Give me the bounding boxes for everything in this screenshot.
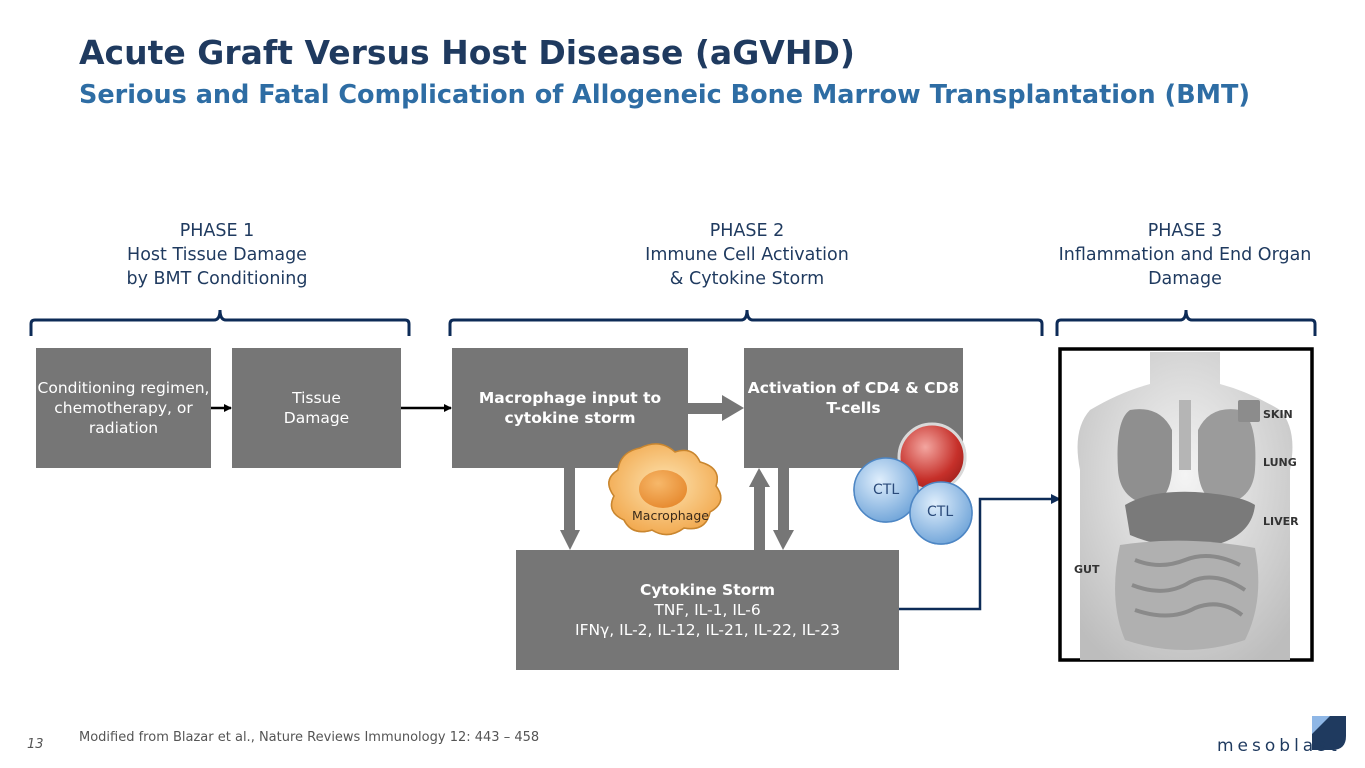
tissue-line1: Tissue — [292, 389, 341, 407]
cytokine-line3: IFNγ, IL-2, IL-12, IL-21, IL-22, IL-23 — [575, 621, 840, 639]
phase-3-line1: Inflammation and End Organ — [1058, 245, 1312, 265]
organ-label-gut: GUT — [1074, 563, 1100, 576]
macrophage-input-box: Macrophage input to cytokine storm — [452, 348, 688, 468]
arrow-cytokine-to-activation — [749, 468, 770, 550]
phase-3-heading: PHASE 3 Inflammation and End Organ Damag… — [1045, 219, 1325, 291]
conditioning-line3: radiation — [88, 419, 159, 437]
phase-3-label: PHASE 3 — [1147, 221, 1223, 241]
tissue-damage-box: Tissue Damage — [232, 348, 401, 468]
conditioning-line2: chemotherapy, or — [54, 399, 193, 417]
cytokine-title: Cytokine Storm — [639, 581, 776, 599]
mesoblast-logo-text: mesoblast — [1217, 736, 1341, 756]
cytokine-storm-box: Cytokine Storm TNF, IL-1, IL-6 IFNγ, IL-… — [516, 550, 899, 670]
phase-3-bracket — [1055, 309, 1317, 336]
arrow-macrophage-to-activation — [688, 395, 744, 421]
slide-subtitle: Serious and Fatal Complication of Alloge… — [79, 80, 1251, 110]
ctl-label-1: CTL — [873, 482, 900, 498]
phase-2-line1: Immune Cell Activation — [645, 245, 849, 265]
source-footnote: Modified from Blazar et al., Nature Revi… — [79, 730, 540, 745]
page-number: 13 — [27, 737, 44, 752]
organ-label-skin: SKIN — [1263, 408, 1293, 421]
slide-title: Acute Graft Versus Host Disease (aGVHD) — [79, 33, 855, 72]
phase-3-line2: Damage — [1148, 269, 1222, 289]
tissue-line2: Damage — [283, 409, 350, 427]
phase-1-line1: Host Tissue Damage — [127, 245, 307, 265]
phase-2-line2: & Cytokine Storm — [669, 269, 825, 289]
phase-2-bracket — [448, 309, 1044, 336]
arrow-cytokine-to-organs — [899, 494, 1061, 611]
ctl-label-2: CTL — [927, 504, 954, 520]
phase-1-bracket — [29, 309, 411, 336]
phase-2-label: PHASE 2 — [709, 221, 785, 241]
arrow-macrophage-to-cytokine — [560, 468, 580, 550]
phase-1-line2: by BMT Conditioning — [126, 269, 308, 289]
activation-line2: T-cells — [826, 399, 881, 417]
organ-label-lung: LUNG — [1263, 456, 1297, 469]
phase-1-label: PHASE 1 — [179, 221, 255, 241]
phase-1-heading: PHASE 1 Host Tissue Damage by BMT Condit… — [97, 219, 337, 291]
macrophage-input-line1: Macrophage input to — [478, 389, 662, 407]
activation-line1: Activation of CD4 & CD8 — [747, 379, 960, 397]
tcell-activation-box: Activation of CD4 & CD8 T-cells — [744, 348, 963, 468]
conditioning-line1: Conditioning regimen, — [37, 379, 210, 397]
cytokine-line2: TNF, IL-1, IL-6 — [654, 601, 761, 619]
phase-2-heading: PHASE 2 Immune Cell Activation & Cytokin… — [617, 219, 877, 291]
organ-label-liver: LIVER — [1263, 515, 1299, 528]
macrophage-label: Macrophage — [632, 508, 709, 523]
arrow-activation-to-cytokine — [773, 468, 794, 550]
human-torso-illustration — [1058, 347, 1314, 662]
macrophage-input-line2: cytokine storm — [504, 409, 636, 427]
conditioning-box: Conditioning regimen, chemotherapy, or r… — [36, 348, 211, 468]
